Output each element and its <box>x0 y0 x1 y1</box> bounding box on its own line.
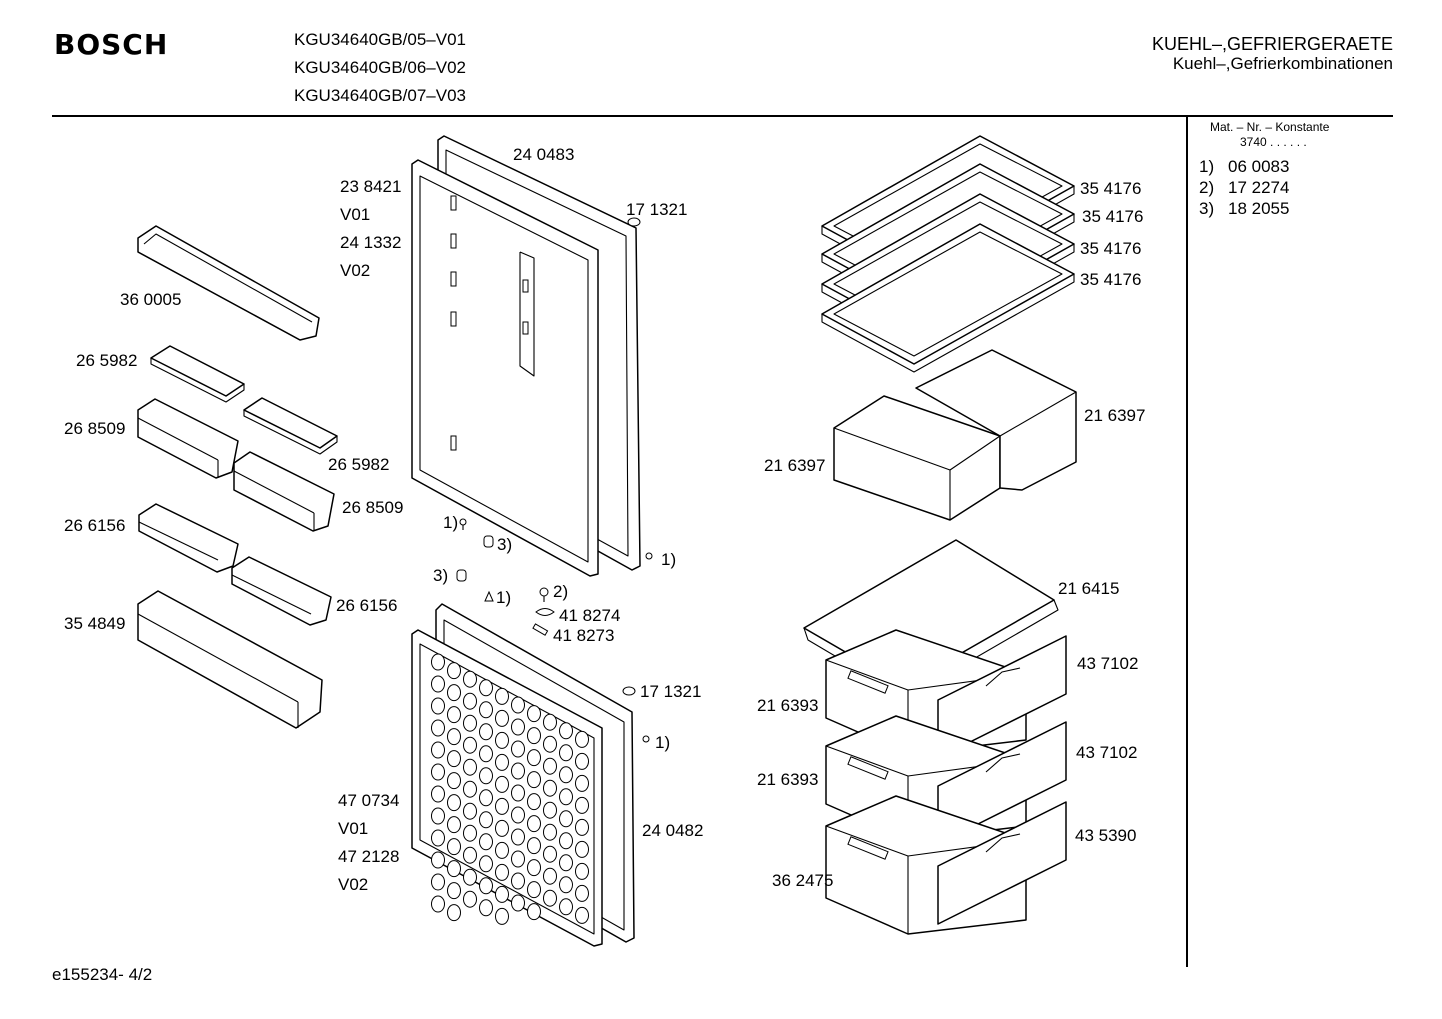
label-216397-right: 21 6397 <box>1084 406 1145 425</box>
part-labels: 24 0483 23 8421 V01 24 1332 V02 17 1321 … <box>64 145 1145 894</box>
label-354176-b: 35 4176 <box>1082 207 1143 226</box>
label-v01-top: V01 <box>340 205 370 224</box>
door-rack-268509-a <box>137 398 239 479</box>
door-rack-354849 <box>137 590 323 729</box>
label-241332: 24 1332 <box>340 233 401 252</box>
label-437102-b: 43 7102 <box>1076 743 1137 762</box>
model-number-1: KGU34640GB/05–V01 <box>294 30 467 49</box>
label-265982-b: 26 5982 <box>328 455 389 474</box>
label-238421: 23 8421 <box>340 177 401 196</box>
constant-key-1: 1) <box>1199 157 1215 176</box>
label-171321-bottom: 17 1321 <box>640 682 701 701</box>
category-title: KUEHL–,GEFRIERGERAETE <box>1151 34 1393 54</box>
freezer-drawers <box>825 629 1067 935</box>
door-rack-266156-a <box>138 503 239 573</box>
brand-logo: BOSCH <box>54 28 169 61</box>
label-240482: 24 0482 <box>642 821 703 840</box>
label-354849: 35 4849 <box>64 614 125 633</box>
label-ref1-d: 1) <box>655 733 670 752</box>
glass-shelf-4 <box>821 223 1075 373</box>
label-ref2: 2) <box>553 582 568 601</box>
label-ref1-a: 1) <box>443 513 458 532</box>
label-ref1-c: 1) <box>661 550 676 569</box>
label-ref3-a: 3) <box>497 535 512 554</box>
constant-value-1: 06 0083 <box>1228 157 1290 176</box>
freezer-drawer-3 <box>825 795 1067 935</box>
drawing-code: e155234‑ 4/2 <box>52 965 153 984</box>
label-472128: 47 2128 <box>338 847 399 866</box>
label-268509-b: 26 8509 <box>342 498 403 517</box>
model-number-2: KGU34640GB/06–V02 <box>294 58 467 77</box>
label-v01-bottom: V01 <box>338 819 368 838</box>
door-rack-360005 <box>137 225 320 341</box>
label-418273: 41 8273 <box>553 626 614 645</box>
label-v02-bottom: V02 <box>338 875 368 894</box>
label-354176-d: 35 4176 <box>1080 270 1141 289</box>
label-240483: 24 0483 <box>513 145 574 164</box>
label-362475: 36 2475 <box>772 871 833 890</box>
constant-value-2: 17 2274 <box>1228 178 1290 197</box>
label-354176-a: 35 4176 <box>1080 179 1141 198</box>
label-418274: 41 8274 <box>559 606 620 625</box>
constants-value: 3740 . . . . . . <box>1240 135 1307 149</box>
glass-shelves-354176 <box>821 135 1075 373</box>
label-171321-top: 17 1321 <box>626 200 687 219</box>
label-266156-a: 26 6156 <box>64 516 125 535</box>
label-435390: 43 5390 <box>1075 826 1136 845</box>
constant-key-3: 3) <box>1199 199 1215 218</box>
door-gasket-238421 <box>411 159 599 577</box>
door-rack-268509-b <box>233 451 335 532</box>
label-v02-top: V02 <box>340 261 370 280</box>
hinge-screw-icon <box>622 217 641 696</box>
freezer-drawer-1 <box>825 629 1067 759</box>
screw-icons <box>456 518 653 743</box>
constant-value-3: 18 2055 <box>1228 199 1290 218</box>
label-ref1-b: 1) <box>496 588 511 607</box>
label-ref3-b: 3) <box>433 566 448 585</box>
freezer-inner-pattern <box>431 653 589 925</box>
label-216393-a: 21 6393 <box>757 696 818 715</box>
label-268509-a: 26 8509 <box>64 419 125 438</box>
label-354176-c: 35 4176 <box>1080 239 1141 258</box>
door-rack-266156-b <box>231 556 332 626</box>
label-470734: 47 0734 <box>338 791 399 810</box>
label-437102-a: 43 7102 <box>1077 654 1138 673</box>
label-216415: 21 6415 <box>1058 579 1119 598</box>
label-216397-left: 21 6397 <box>764 456 825 475</box>
label-265982-a: 26 5982 <box>76 351 137 370</box>
egg-tray-265982-a <box>150 345 245 403</box>
label-266156-b: 26 6156 <box>336 596 397 615</box>
category-subtitle: Kuehl–,Gefrierkombinationen <box>1172 54 1393 73</box>
egg-tray-265982-b <box>243 397 338 455</box>
label-216393-b: 21 6393 <box>757 770 818 789</box>
constant-key-2: 2) <box>1199 178 1215 197</box>
model-number-3: KGU34640GB/07–V03 <box>294 86 467 105</box>
crisper-216397 <box>833 349 1077 521</box>
label-360005: 36 0005 <box>120 290 181 309</box>
constants-title: Mat. – Nr. – Konstante <box>1210 120 1330 134</box>
